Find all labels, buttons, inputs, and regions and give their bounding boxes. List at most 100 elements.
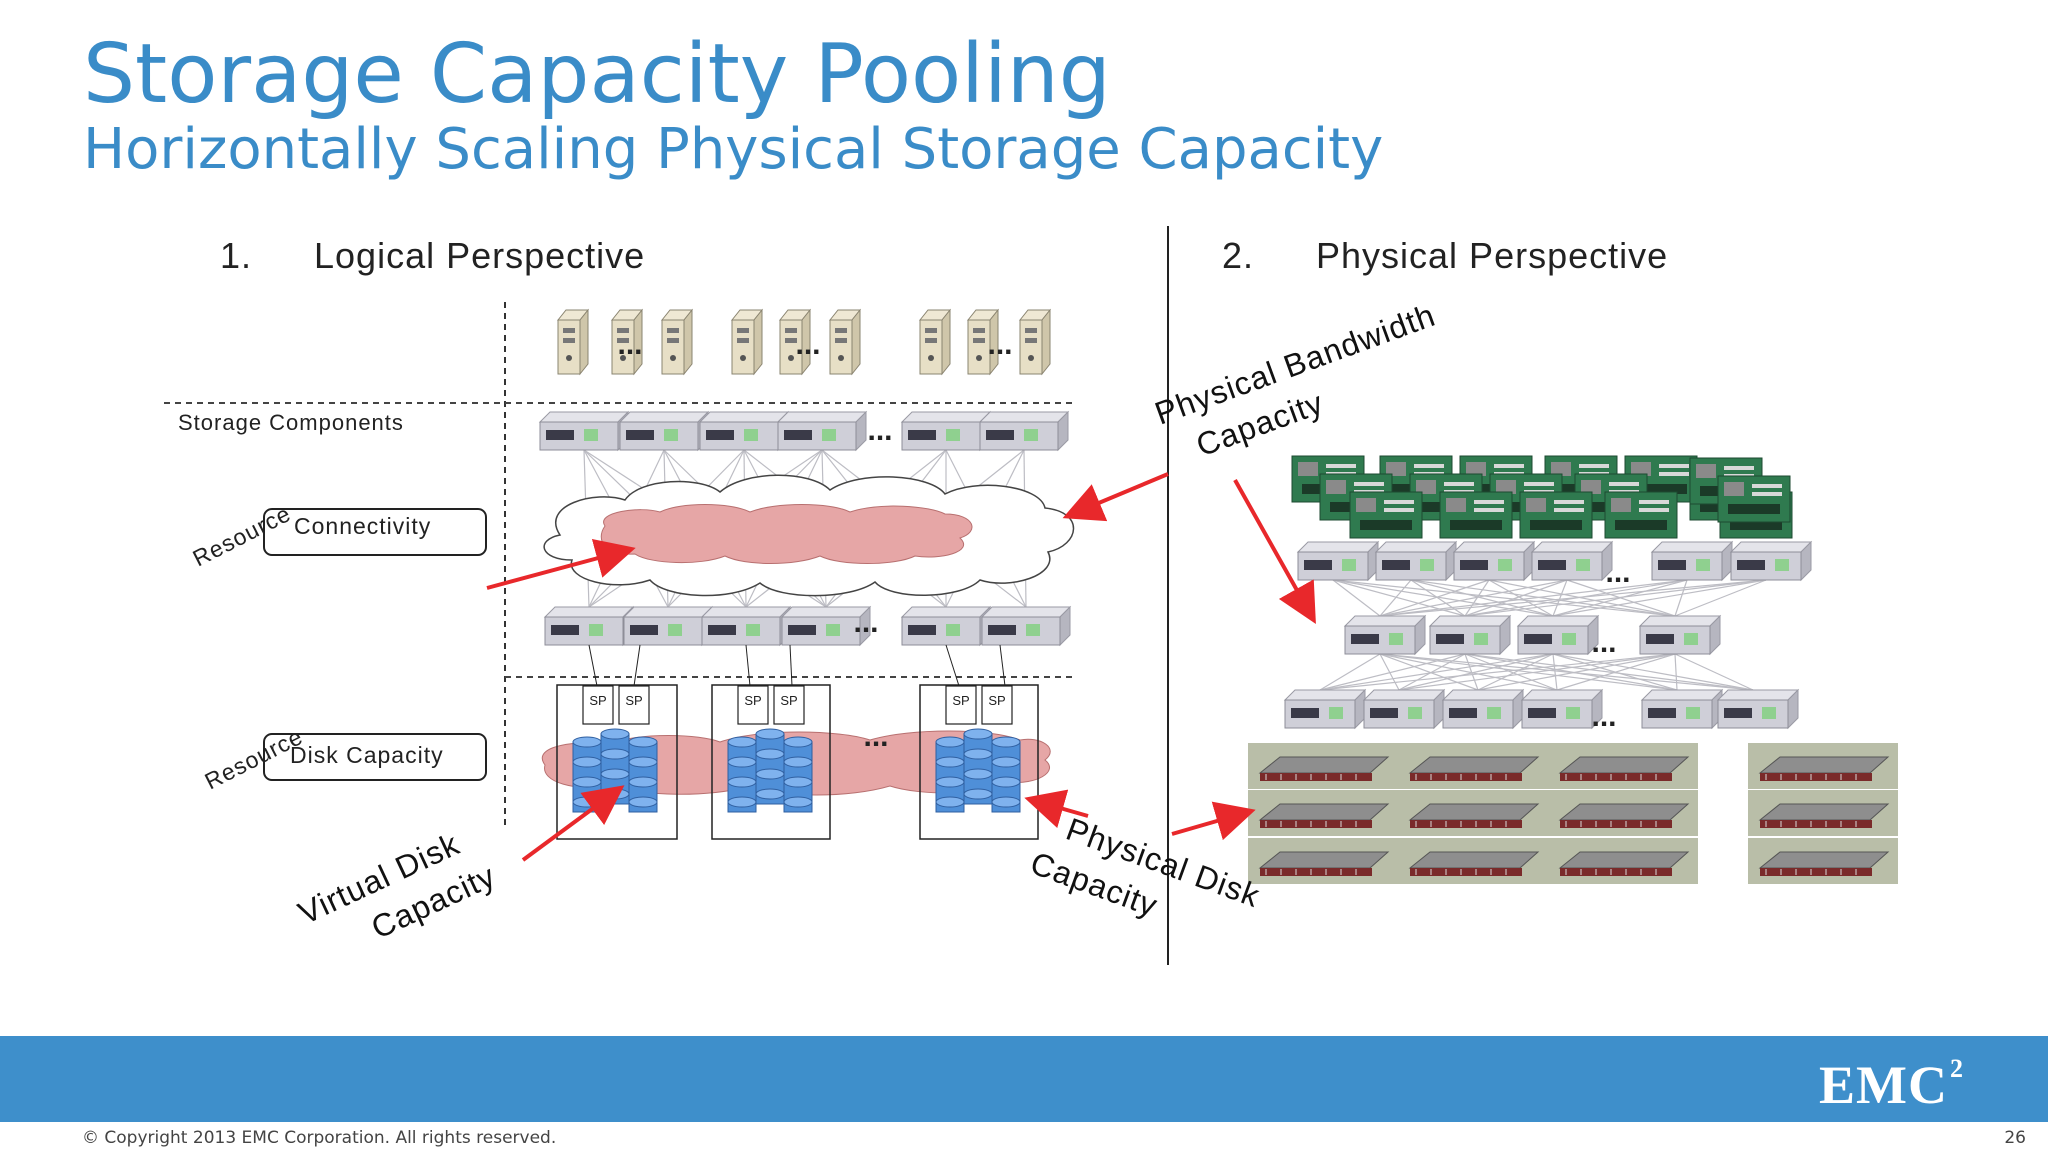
physical-disk-shelves <box>1248 743 1898 884</box>
host-servers <box>556 308 1052 376</box>
server-tower-icon <box>730 308 764 376</box>
server-tower-icon <box>1018 308 1052 376</box>
switch-icon <box>1428 614 1512 656</box>
svg-text:SP: SP <box>589 693 606 708</box>
switch-icon <box>900 605 992 647</box>
logical-heading: Logical Perspective <box>314 235 645 276</box>
physical-network-mesh <box>1319 579 1767 691</box>
disk-shelf-icon <box>1248 838 1398 884</box>
arrow-virtual-disk <box>521 785 625 862</box>
disk-stack-icon <box>935 728 1021 813</box>
arrow-resource-to-cloud <box>486 539 636 590</box>
physical-compute-boards <box>1291 455 1793 539</box>
svg-text:...: ... <box>867 414 892 447</box>
connectivity-box <box>263 508 487 556</box>
server-tower-icon <box>610 308 644 376</box>
disk-shelf-icon <box>1398 790 1548 836</box>
disk-shelf-icon <box>1548 790 1698 836</box>
slide-title: Storage Capacity Pooling <box>83 27 1111 122</box>
logical-switch-row-bottom <box>543 605 1072 647</box>
switch-icon <box>1716 688 1800 730</box>
disk-shelf-icon <box>1248 790 1398 836</box>
switch-icon <box>622 605 714 647</box>
switch-icon <box>1441 688 1525 730</box>
disk-capacity-box-label: Disk Capacity <box>290 742 444 768</box>
disk-stack-icon <box>572 728 658 813</box>
svg-text:SP: SP <box>744 693 761 708</box>
disk-shelf-icon <box>1548 838 1698 884</box>
switch-icon <box>980 605 1072 647</box>
storage-components-label: Storage Components <box>178 410 404 435</box>
page-number: 26 <box>2004 1128 2026 1148</box>
server-tower-icon <box>660 308 694 376</box>
disk-shelf-icon <box>1748 790 1898 836</box>
disk-shelf-icon <box>1748 838 1898 884</box>
switch-icon <box>1520 688 1604 730</box>
arrow-bandwidth-to-cloud <box>1062 472 1169 522</box>
switch-icon <box>1374 540 1458 582</box>
server-board-icon <box>1604 491 1678 539</box>
svg-text:...: ... <box>1591 700 1616 733</box>
disk-shelf-icon <box>1548 743 1698 789</box>
switch-icon <box>700 605 792 647</box>
switch-icon <box>1640 688 1724 730</box>
server-tower-icon <box>828 308 862 376</box>
switch-icon <box>900 410 992 452</box>
switch-icon <box>780 605 872 647</box>
svg-text:SP: SP <box>780 693 797 708</box>
switch-icon <box>1516 614 1600 656</box>
switch-icon <box>776 410 868 452</box>
switch-icon <box>1530 540 1614 582</box>
server-tower-icon <box>556 308 590 376</box>
footer-bar: EMC2 <box>0 1036 2048 1122</box>
storage-processor-boxes: SP SP SP SP SP SP <box>556 644 1039 840</box>
switch-icon <box>1638 614 1722 656</box>
logical-switch-row-top <box>538 410 1070 452</box>
svg-text:...: ... <box>853 606 878 639</box>
switch-icon <box>1343 614 1427 656</box>
connectivity-box-label: Connectivity <box>294 513 431 539</box>
logical-heading-number: 1. <box>220 235 252 276</box>
server-board-icon <box>1349 491 1423 539</box>
copyright-notice: © Copyright 2013 EMC Corporation. All ri… <box>82 1128 557 1148</box>
disk-shelf-icon <box>1398 743 1548 789</box>
red-arrows <box>486 472 1316 862</box>
physical-bandwidth-caption: Physical Bandwidth Capacity <box>1150 297 1440 464</box>
svg-text:...: ... <box>1591 626 1616 659</box>
connectivity-cloud <box>543 474 1075 597</box>
disk-shelf-icon <box>1248 743 1398 789</box>
switch-icon <box>1283 688 1367 730</box>
slide-subtitle: Horizontally Scaling Physical Storage Ca… <box>83 117 1384 182</box>
arrow-physical-disk-to-shelves <box>1171 801 1256 841</box>
switch-icon <box>698 410 790 452</box>
svg-text:...: ... <box>863 720 888 753</box>
switch-icon <box>618 410 710 452</box>
svg-text:SP: SP <box>988 693 1005 708</box>
physical-heading-number: 2. <box>1222 235 1254 276</box>
disk-shelf-icon <box>1748 743 1898 789</box>
ellipsis-marks: ........................... <box>617 328 1630 753</box>
svg-text:SP: SP <box>625 693 642 708</box>
arrow-bandwidth-to-switches <box>1233 479 1316 624</box>
switch-icon <box>538 410 630 452</box>
switch-icon <box>543 605 635 647</box>
disk-stack-icon <box>727 728 813 813</box>
switch-icon <box>1650 540 1734 582</box>
server-board-icon <box>1519 491 1593 539</box>
switch-icon <box>1362 688 1446 730</box>
virtual-disk-caption: Virtual Disk Capacity <box>293 826 501 946</box>
server-tower-icon <box>918 308 952 376</box>
svg-text:...: ... <box>617 328 642 361</box>
physical-switch-rows <box>1283 540 1813 730</box>
svg-text:...: ... <box>987 328 1012 361</box>
server-board-icon <box>1439 491 1513 539</box>
svg-text:...: ... <box>795 328 820 361</box>
physical-heading: Physical Perspective <box>1316 235 1668 276</box>
switch-icon <box>978 410 1070 452</box>
server-tower-icon <box>966 308 1000 376</box>
svg-text:...: ... <box>1605 556 1630 589</box>
svg-text:SP: SP <box>952 693 969 708</box>
server-tower-icon <box>778 308 812 376</box>
physical-disk-caption: Physical Disk Capacity <box>1026 811 1265 924</box>
